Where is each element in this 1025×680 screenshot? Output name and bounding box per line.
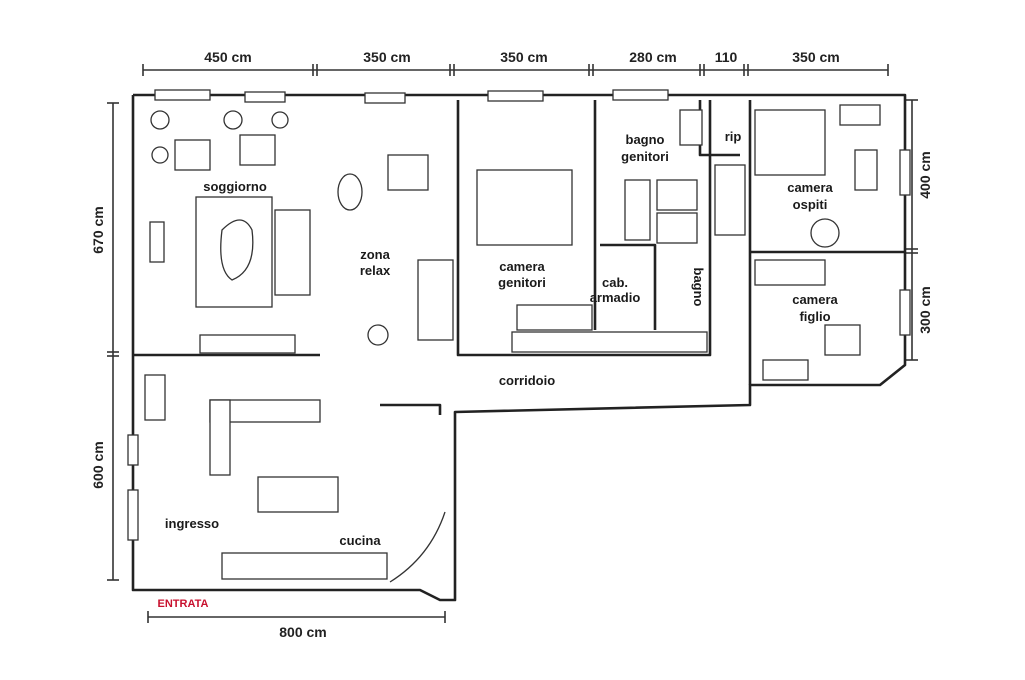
label-camera-ospiti-2: ospiti <box>793 197 828 212</box>
label-camera-genitori-2: genitori <box>498 275 546 290</box>
label-camera-ospiti-1: camera <box>787 180 833 195</box>
dim-bottom: 800 cm <box>279 624 326 640</box>
label-entrata: ENTRATA <box>158 598 209 610</box>
label-cab-armadio-1: cab. <box>602 275 628 290</box>
label-ingresso: ingresso <box>165 516 219 531</box>
label-bagno-genitori-1: bagno <box>626 132 665 147</box>
label-zona-relax-1: zona <box>360 247 390 262</box>
label-bagno-genitori-2: genitori <box>621 149 669 164</box>
dimension-labels: 450 cm 350 cm 350 cm 280 cm 110 350 cm 6… <box>90 49 933 640</box>
label-corridoio: corridoio <box>499 373 555 388</box>
dim-top-1: 450 cm <box>204 49 251 65</box>
label-camera-figlio-2: figlio <box>799 309 830 324</box>
dim-top-3: 350 cm <box>500 49 547 65</box>
windows <box>127 89 911 541</box>
dim-left-2: 600 cm <box>90 441 106 488</box>
label-cab-armadio-2: armadio <box>590 290 641 305</box>
dim-top-4: 280 cm <box>629 49 676 65</box>
dim-top-5: 110 <box>715 49 738 65</box>
label-rip: rip <box>725 129 742 144</box>
room-labels: soggiorno zona relax camera genitori bag… <box>158 129 839 610</box>
dim-top-2: 350 cm <box>363 49 410 65</box>
dim-top-6: 350 cm <box>792 49 839 65</box>
label-zona-relax-2: relax <box>360 263 391 278</box>
label-cucina: cucina <box>339 533 381 548</box>
label-soggiorno: soggiorno <box>203 179 267 194</box>
label-camera-genitori-1: camera <box>499 259 545 274</box>
dimension-lines <box>107 64 918 623</box>
dim-right-2: 300 cm <box>917 286 933 333</box>
label-bagno: bagno <box>691 268 706 307</box>
label-camera-figlio-1: camera <box>792 292 838 307</box>
dim-left-1: 670 cm <box>90 206 106 253</box>
dim-right-1: 400 cm <box>917 151 933 198</box>
furniture <box>144 104 881 583</box>
